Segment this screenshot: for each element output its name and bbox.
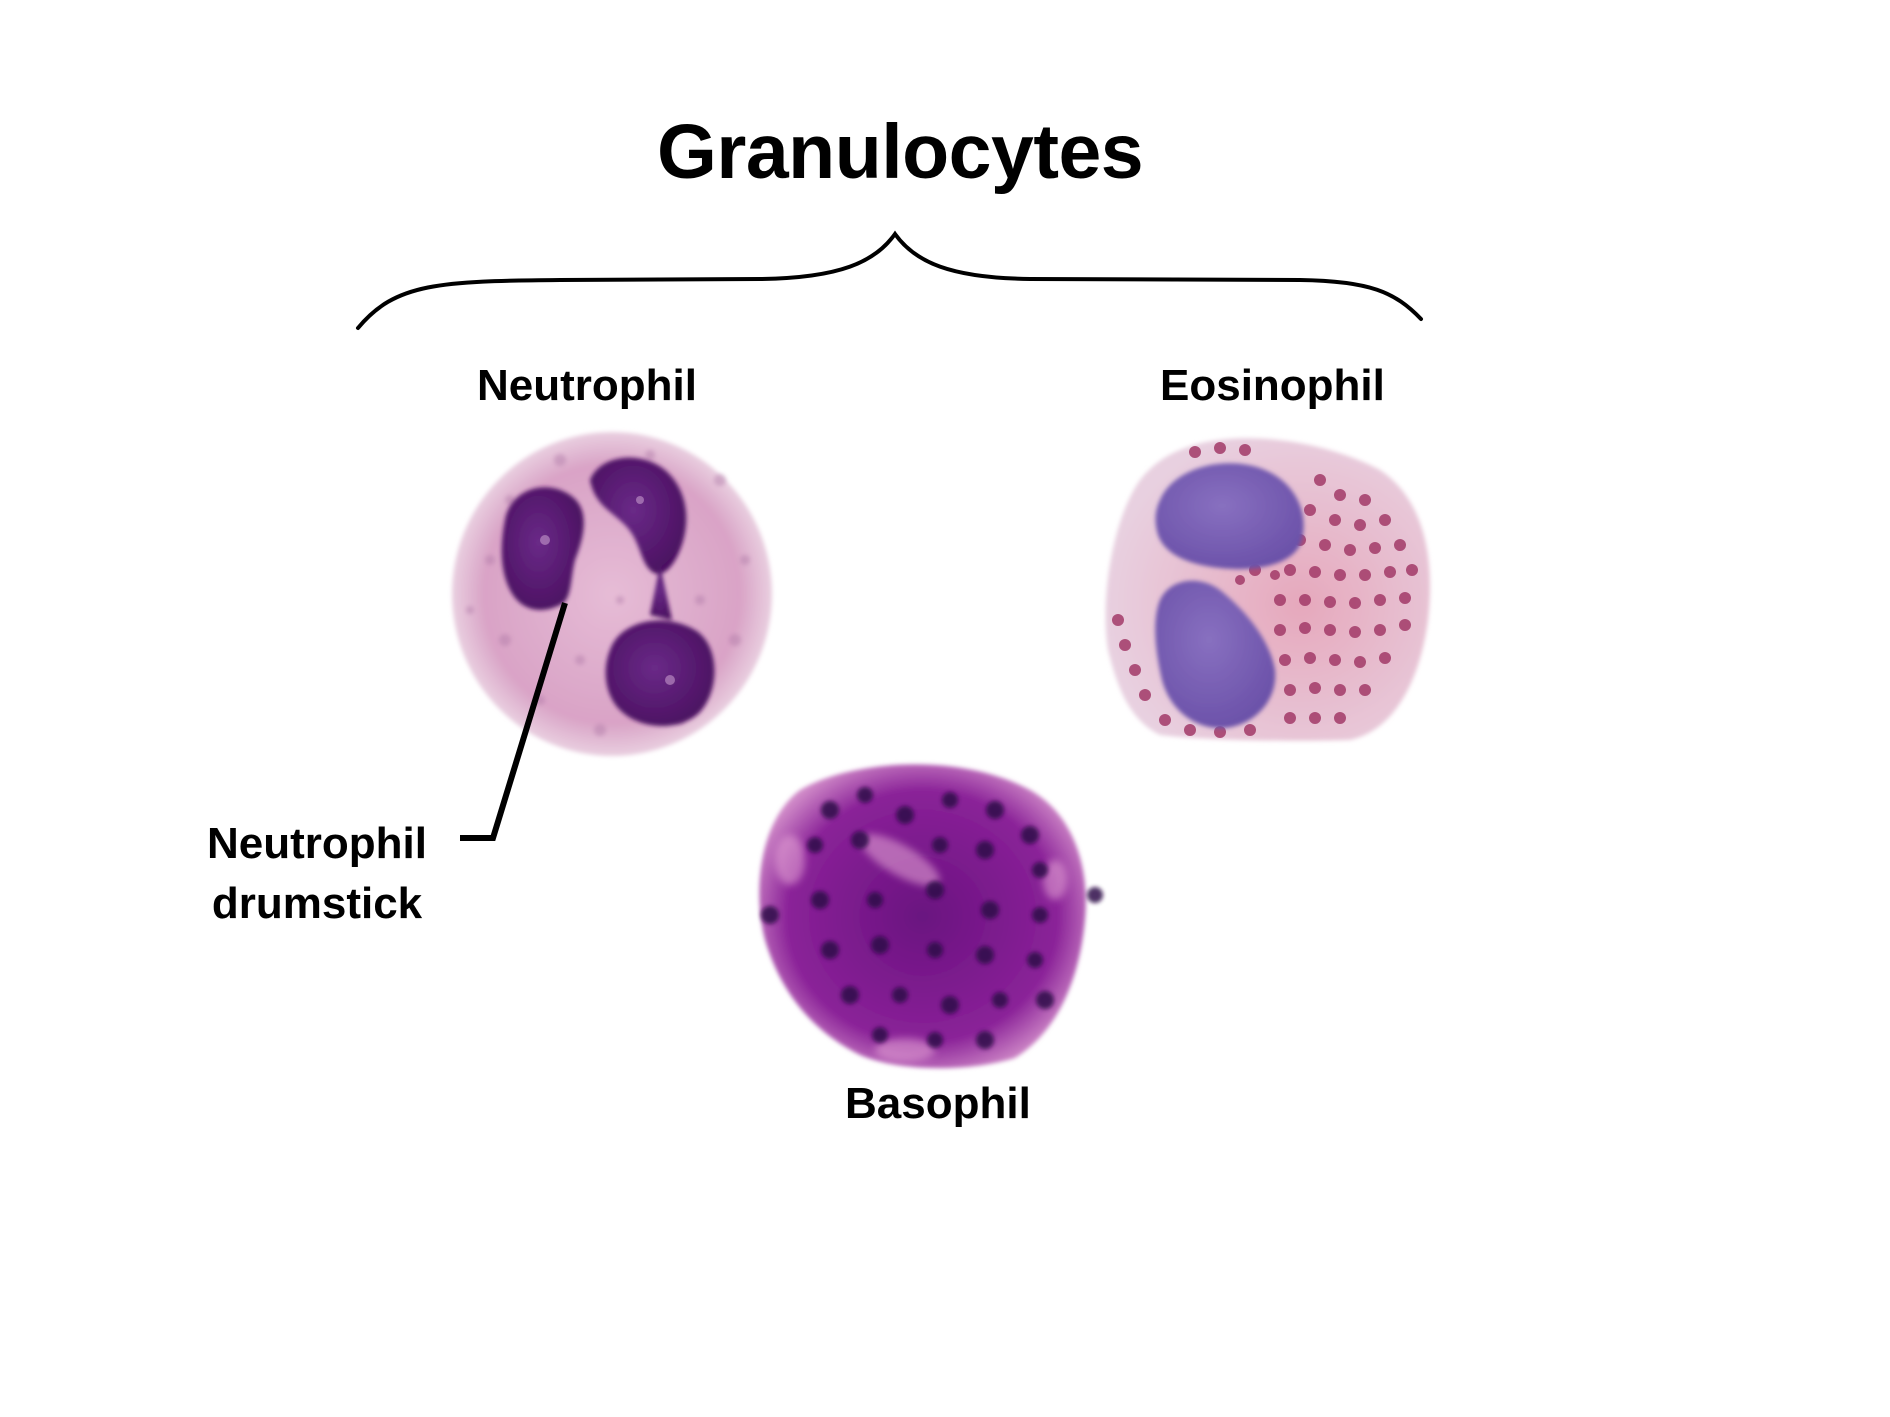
drumstick-annotation-line1: Neutrophil (207, 819, 427, 868)
grouping-brace (356, 230, 1423, 330)
drumstick-leader-line (460, 602, 568, 841)
eosinophil-cell-image (1105, 438, 1431, 741)
neutrophil-label: Neutrophil (477, 361, 697, 410)
basophil-cell-image (759, 764, 1103, 1069)
basophil-label: Basophil (845, 1079, 1031, 1128)
diagram-title: Granulocytes (657, 109, 1144, 195)
eosinophil-label: Eosinophil (1160, 361, 1385, 410)
drumstick-annotation: Neutrophil drumstick (207, 814, 427, 934)
drumstick-annotation-line2: drumstick (211, 879, 423, 928)
neutrophil-cell-image (452, 432, 772, 756)
